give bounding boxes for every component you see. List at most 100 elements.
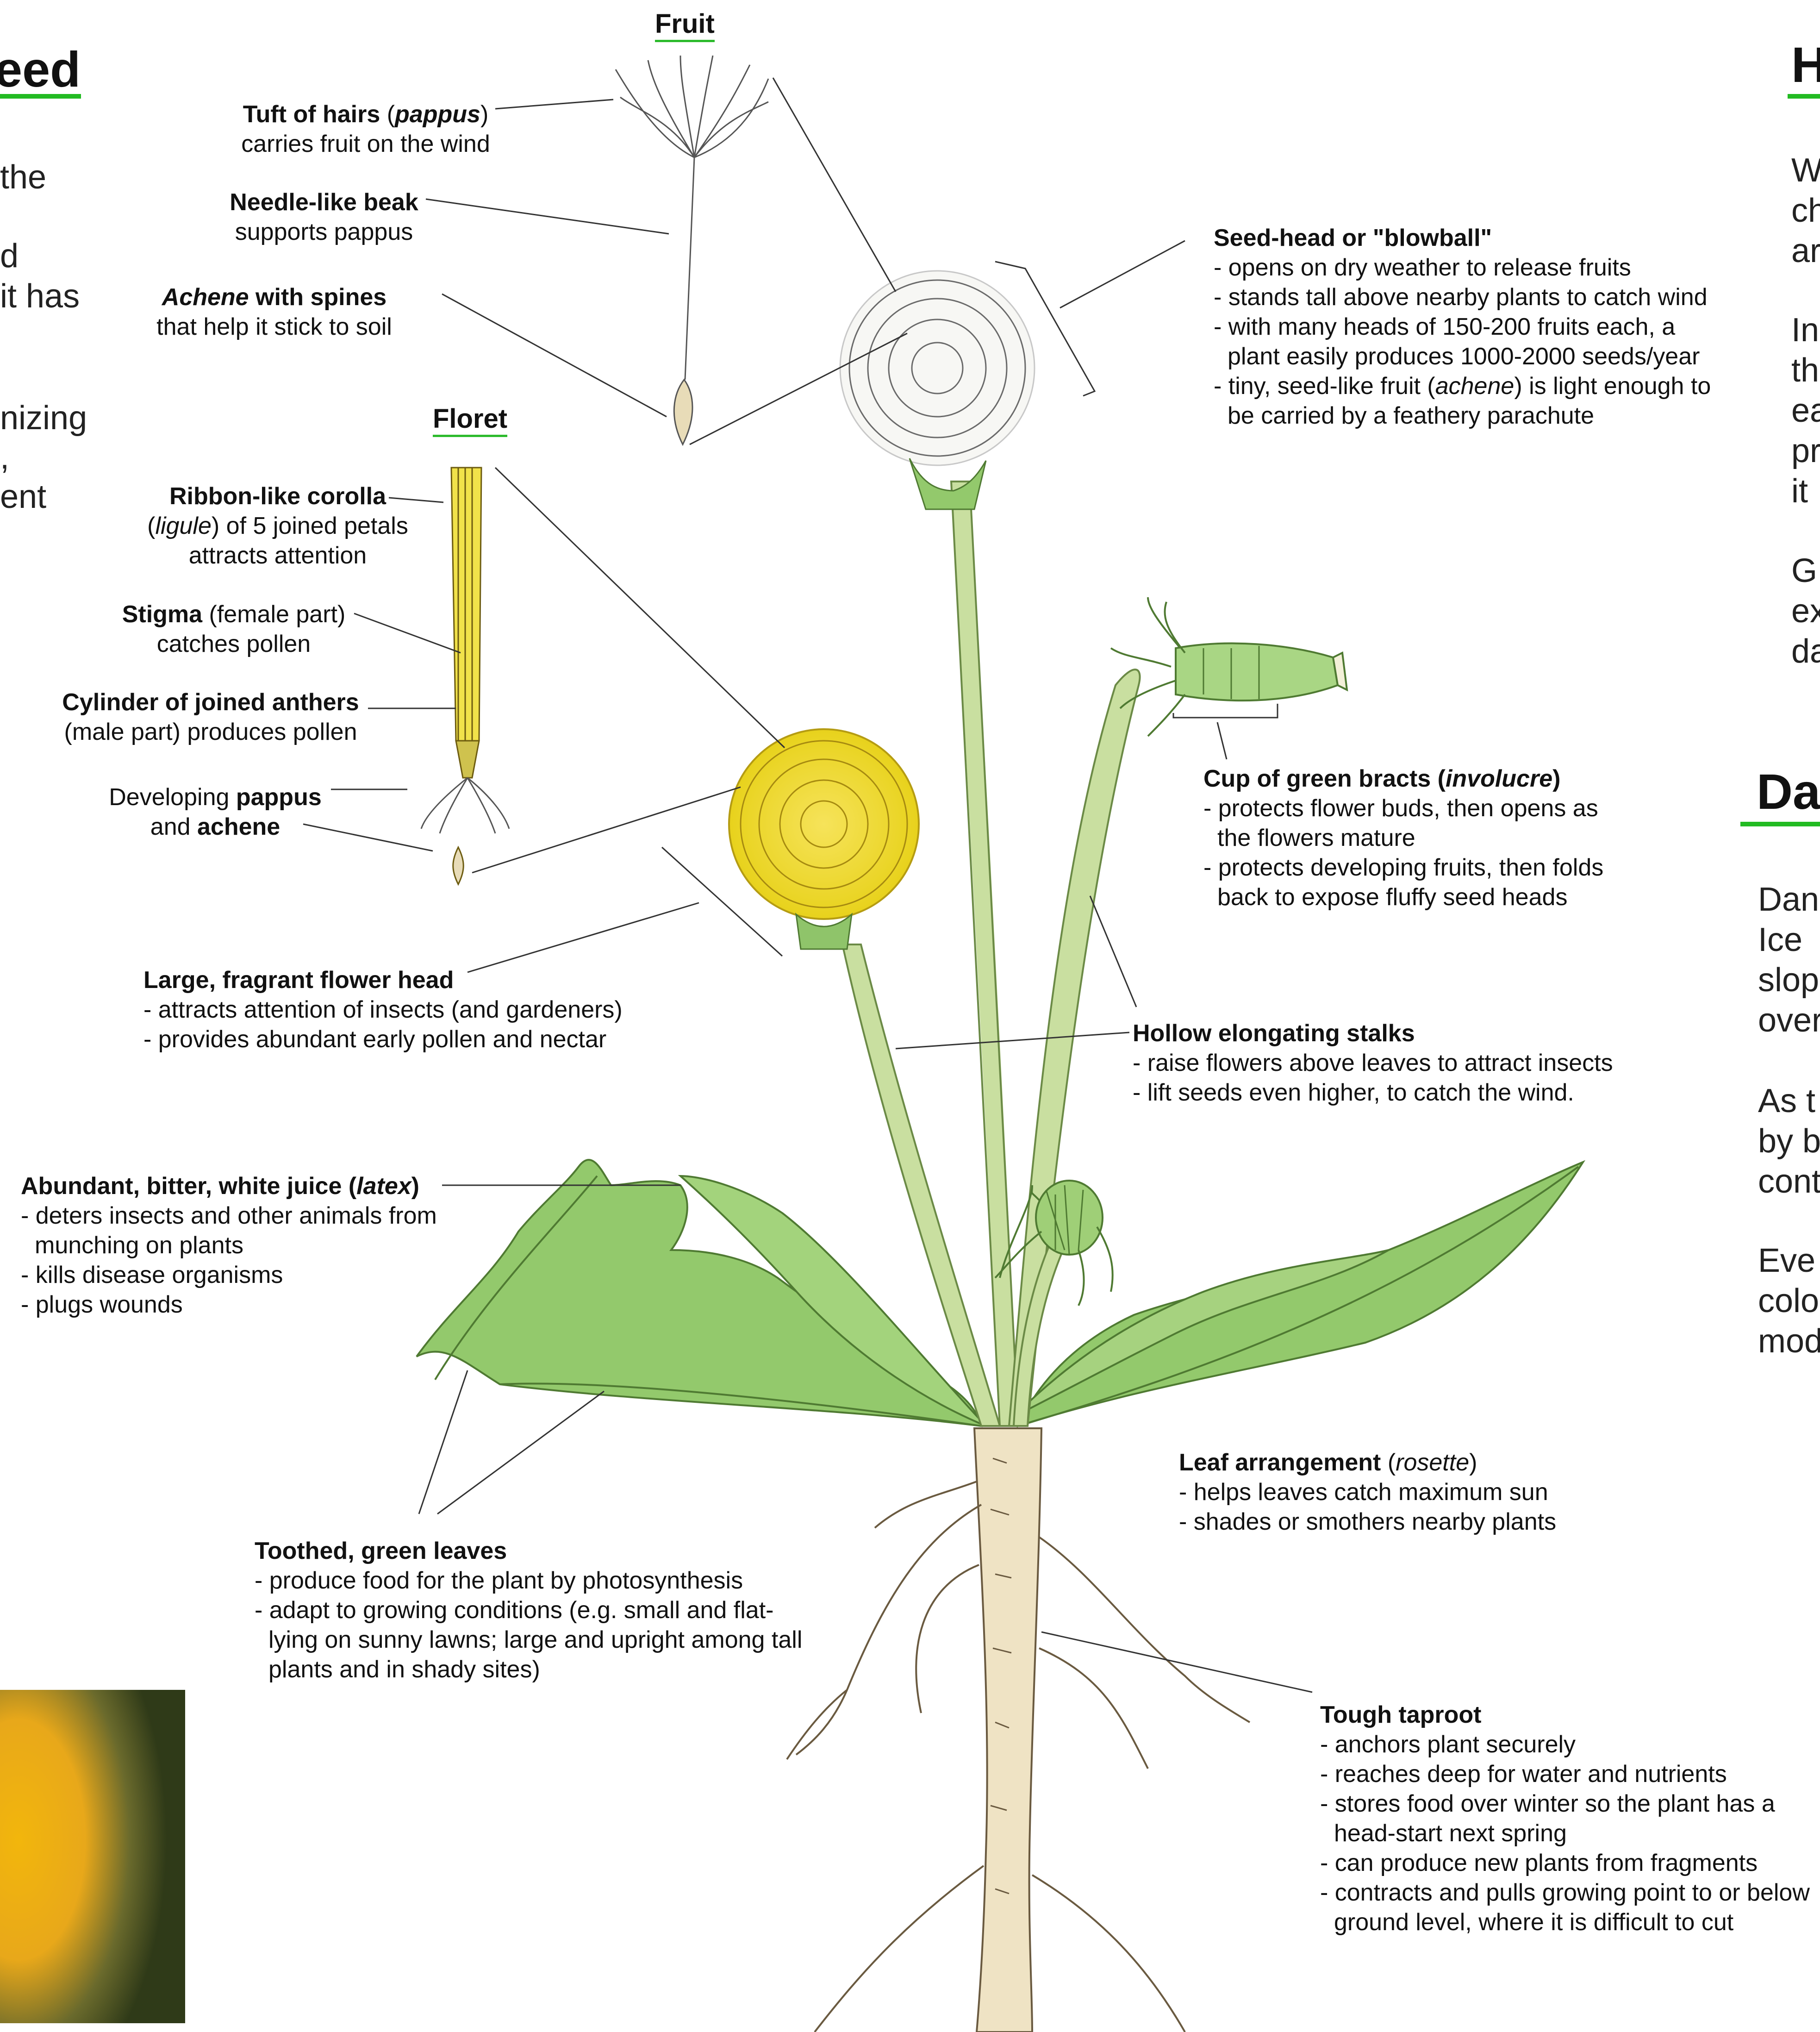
latex-label: Abundant, bitter, white juice (latex) - … <box>21 1171 437 1319</box>
developing-label: Developing pappus and achene <box>102 782 329 842</box>
leaves-label: Toothed, green leaves - produce food for… <box>255 1536 802 1684</box>
bracts-label-bold1: Cup of green bracts ( <box>1203 765 1446 792</box>
developing-label-plain: Developing <box>109 784 236 811</box>
right-paragraph-line: colo <box>1758 1281 1819 1321</box>
latex-label-line: - plugs wounds <box>21 1290 437 1319</box>
flower-head-label: Large, fragrant flower head - attracts a… <box>143 965 623 1054</box>
right-section-title-1: H <box>1791 37 1820 93</box>
flower-bud-graphic <box>995 1181 1113 1306</box>
bracts-label: Cup of green bracts (involucre) - protec… <box>1203 764 1603 912</box>
rosette-label-open: ( <box>1381 1449 1396 1476</box>
rosette-label-italic: rosette <box>1396 1449 1469 1476</box>
seed-head-label-line: - with many heads of 150-200 fruits each… <box>1214 312 1711 342</box>
seed-head-label-line5-pre: - tiny, seed-like fruit ( <box>1214 373 1435 400</box>
right-paragraph-line: over <box>1758 1000 1820 1040</box>
right-paragraph-line: mod <box>1758 1321 1820 1361</box>
stalks-label-line: - raise flowers above leaves to attract … <box>1133 1048 1613 1078</box>
right-paragraph-line: pr <box>1791 431 1820 471</box>
stalks-label-bold: Hollow elongating stalks <box>1133 1020 1415 1047</box>
left-section-title: eed <box>0 42 81 97</box>
beak-label: Needle-like beak supports pappus <box>222 188 426 247</box>
rosette-label-line: - helps leaves catch maximum sun <box>1179 1477 1556 1507</box>
seed-head-label-bold: Seed-head or "blowball" <box>1214 225 1492 251</box>
right-paragraph-line: As t <box>1758 1081 1815 1121</box>
corolla-label-open: ( <box>147 513 155 539</box>
right-paragraph-line: Ice <box>1758 920 1802 960</box>
taproot-label-line: ground level, where it is difficult to c… <box>1320 1907 1810 1937</box>
right-paragraph-line: Dan <box>1758 880 1819 919</box>
right-paragraph-line: it <box>1791 471 1808 511</box>
stigma-label-line2: catches pollen <box>116 629 352 659</box>
leaves-label-line: - adapt to growing conditions (e.g. smal… <box>255 1595 802 1625</box>
developing-label-bold: pappus <box>236 784 322 811</box>
flower-head-label-bold: Large, fragrant flower head <box>143 967 454 994</box>
fruit-graphic <box>616 56 768 444</box>
beak-label-bold: Needle-like beak <box>230 189 418 216</box>
left-paragraph-line: nizing <box>0 398 87 438</box>
right-paragraph-line: slop <box>1758 960 1819 1000</box>
rosette-label-close: ) <box>1469 1449 1477 1476</box>
right-paragraph-line: In <box>1791 310 1819 350</box>
taproot-label-line: - anchors plant securely <box>1320 1730 1810 1759</box>
fruit-heading-text: Fruit <box>655 9 715 42</box>
right-paragraph-line: cont <box>1758 1162 1820 1201</box>
bracts-label-line: back to expose fluffy seed heads <box>1203 882 1603 912</box>
corolla-label-bold: Ribbon-like corolla <box>169 483 386 510</box>
rosette-label-line: - shades or smothers nearby plants <box>1179 1507 1556 1537</box>
right-paragraph-line: W <box>1791 150 1820 190</box>
corolla-label-rest: ) of 5 joined petals <box>212 513 408 539</box>
right-paragraph-line: ar <box>1791 231 1820 271</box>
rosette-label-bold: Leaf arrangement <box>1179 1449 1381 1476</box>
left-paragraph-line: it has <box>0 276 80 316</box>
latex-label-bold1: Abundant, bitter, white juice ( <box>21 1173 356 1200</box>
stigma-label-rest: (female part) <box>202 601 345 628</box>
rosette-label: Leaf arrangement (rosette) - helps leave… <box>1179 1448 1556 1537</box>
right-paragraph-line: ea <box>1791 391 1820 431</box>
left-section-underline <box>0 94 81 99</box>
fruit-heading: Fruit <box>655 9 715 42</box>
bracts-label-line: - protects developing fruits, then folds <box>1203 853 1603 882</box>
flower-head-label-line: - provides abundant early pollen and nec… <box>143 1025 623 1054</box>
achene-label-italic: Achene <box>162 284 249 311</box>
stalks-graphic <box>842 481 1140 1426</box>
right-section-title-2: Da <box>1757 764 1820 819</box>
corolla-label-line3: attracts attention <box>139 541 417 570</box>
right-paragraph-line: by b <box>1758 1121 1820 1161</box>
seed-head-label-line: - opens on dry weather to release fruits <box>1214 253 1711 282</box>
leaves-label-bold: Toothed, green leaves <box>255 1538 507 1564</box>
right-section-underline-1 <box>1788 94 1820 99</box>
seed-head-label-line5-italic: achene <box>1435 373 1515 400</box>
achene-label: Achene with spines that help it stick to… <box>148 282 400 342</box>
taproot-label-line: - can produce new plants from fragments <box>1320 1848 1810 1878</box>
seed-head-label-line: - stands tall above nearby plants to cat… <box>1214 282 1711 312</box>
taproot-label-line: - reaches deep for water and nutrients <box>1320 1759 1810 1789</box>
taproot-label: Tough taproot - anchors plant securely -… <box>1320 1700 1810 1937</box>
anthers-label: Cylinder of joined anthers (male part) p… <box>56 688 366 747</box>
leaves-label-line: plants and in shady sites) <box>255 1655 802 1684</box>
flower-head-label-line: - attracts attention of insects (and gar… <box>143 995 623 1025</box>
left-paragraph-line: the <box>0 157 46 197</box>
leaves-label-line: lying on sunny lawns; large and upright … <box>255 1625 802 1655</box>
taproot-label-line: - stores food over winter so the plant h… <box>1320 1789 1810 1819</box>
anthers-label-bold: Cylinder of joined anthers <box>62 689 359 716</box>
right-paragraph-line: G <box>1791 551 1817 591</box>
seed-head-label-line6: be carried by a feathery parachute <box>1214 401 1711 431</box>
floret-graphic <box>421 468 509 884</box>
latex-label-line: - kills disease organisms <box>21 1260 437 1290</box>
pappus-label-close: ) <box>480 101 488 128</box>
left-paragraph-line: d <box>0 236 19 276</box>
latex-label-line: - deters insects and other animals from <box>21 1201 437 1231</box>
taproot-label-line: - contracts and pulls growing point to o… <box>1320 1878 1810 1907</box>
achene-label-bold: with spines <box>249 284 387 311</box>
seed-head-label-line5-post: ) is light enough to <box>1514 373 1711 400</box>
right-paragraph-line: Eve <box>1758 1241 1815 1281</box>
seed-head-graphic <box>840 271 1035 509</box>
right-section-underline-2 <box>1740 822 1820 826</box>
leaves-label-line: - produce food for the plant by photosyn… <box>255 1566 802 1595</box>
achene-label-line2: that help it stick to soil <box>148 312 400 342</box>
taproot-label-line: head-start next spring <box>1320 1819 1810 1848</box>
developing-label-line2-plain: and <box>150 813 197 840</box>
left-paragraph-line: ent <box>0 477 46 517</box>
anthers-label-line2: (male part) produces pollen <box>56 717 366 747</box>
pappus-label-italic: pappus <box>395 101 480 128</box>
